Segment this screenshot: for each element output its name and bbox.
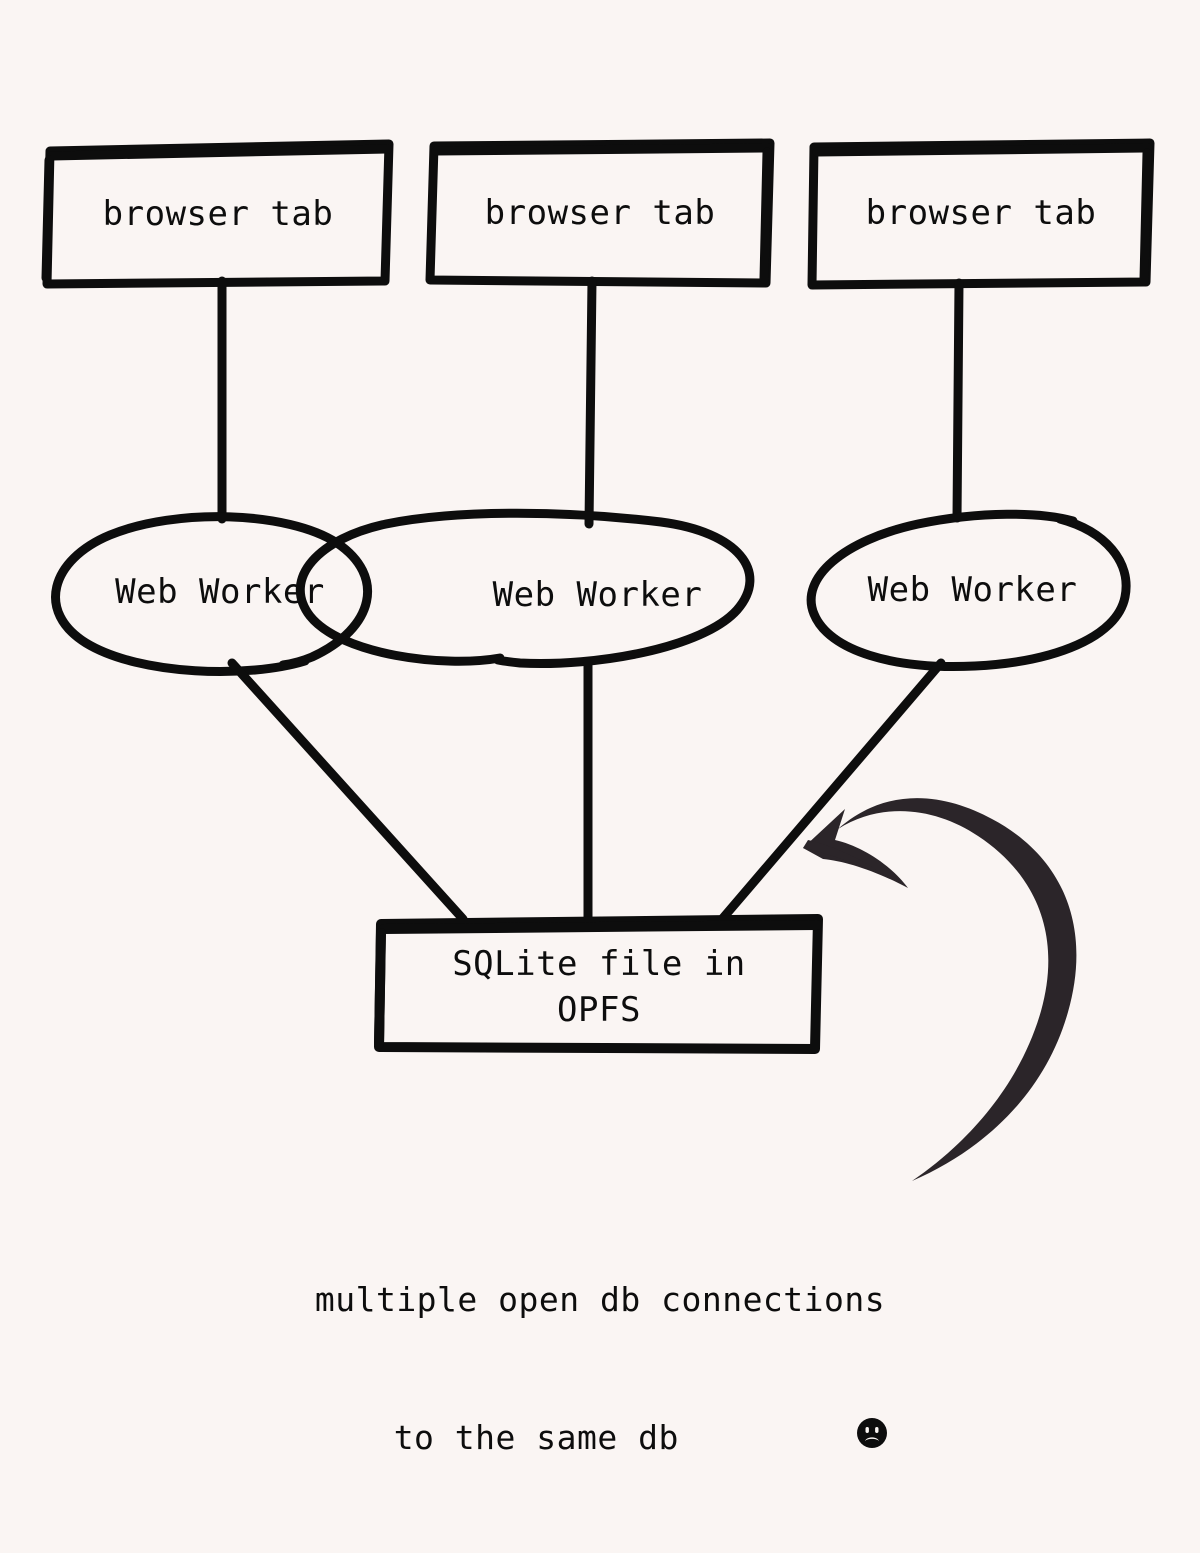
connector-worker3-store [718, 658, 946, 923]
connector-tab2-worker2 [584, 276, 597, 529]
connector-worker1-store [227, 658, 468, 924]
sqlite-store-box[interactable] [374, 914, 823, 1054]
sketch-layer [41, 138, 1155, 1181]
connector-tab3-worker3 [952, 278, 964, 523]
annotation-caption-line2: to the same db [393, 1418, 679, 1457]
annotation-arrow [803, 798, 1077, 1181]
browser-tab-box-1[interactable] [41, 139, 394, 289]
diagram-canvas: browser tab browser tab browser tab Web … [41, 138, 1155, 1457]
browser-tab-box-2[interactable] [425, 138, 775, 288]
web-worker-ellipse-2[interactable] [295, 508, 755, 668]
frowning-face-icon [693, 1369, 888, 1507]
web-worker-ellipse-3[interactable] [806, 509, 1131, 672]
annotation-caption-line2-wrap: to the same db [394, 1369, 888, 1507]
annotation-caption-line1: multiple open db connections [314, 1280, 886, 1319]
annotation-caption: multiple open db connections to the same… [0, 1185, 1200, 1553]
browser-tab-box-3[interactable] [807, 138, 1155, 290]
web-worker-ellipse-1[interactable] [51, 512, 373, 676]
